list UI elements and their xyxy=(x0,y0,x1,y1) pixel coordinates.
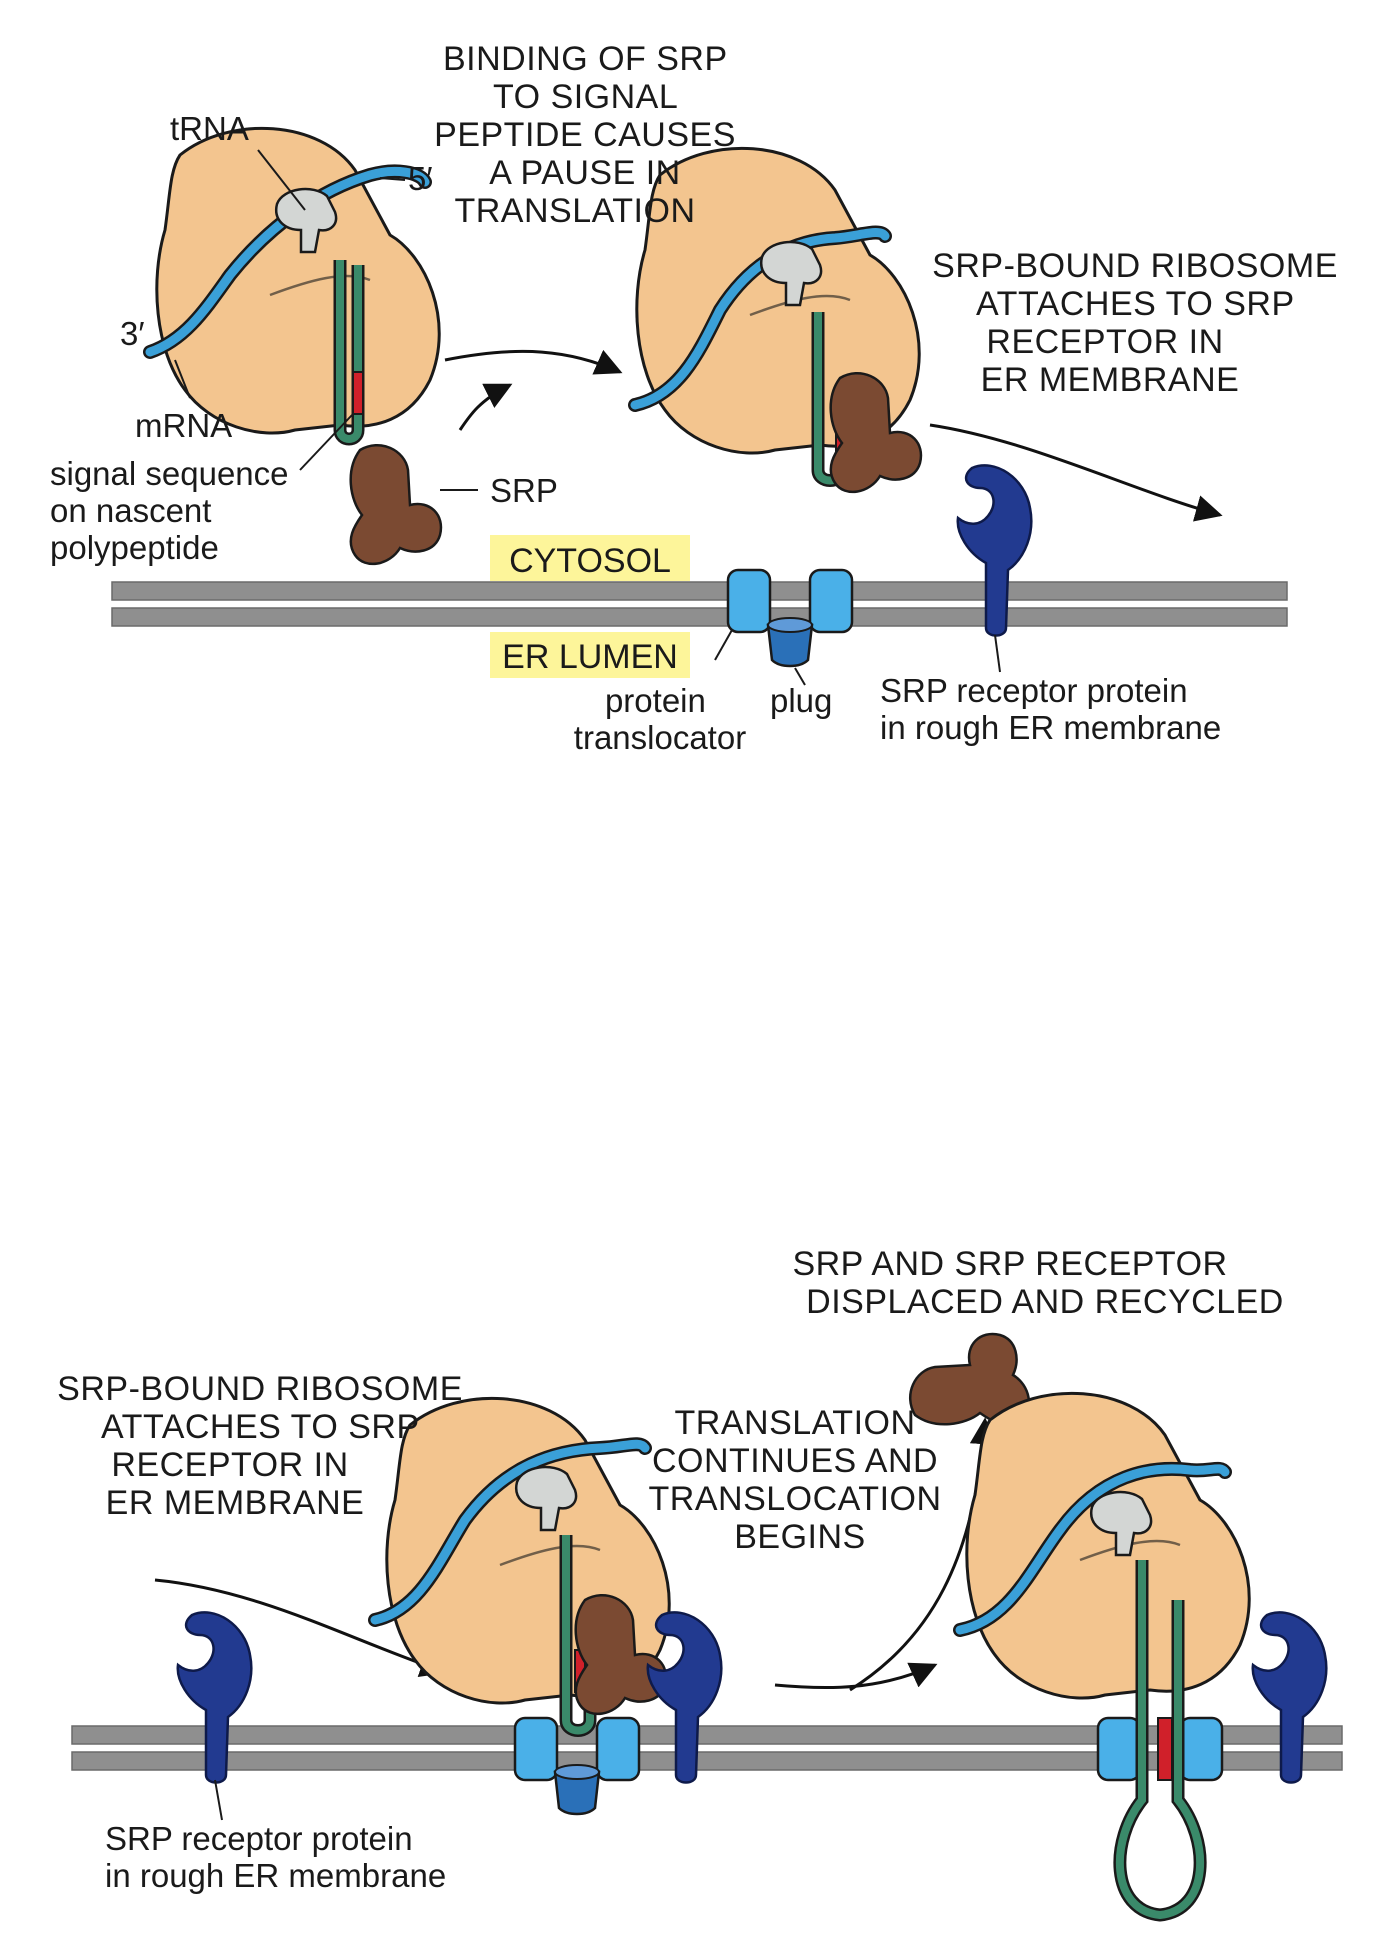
caption-binding: BINDING OF SRP TO SIGNAL PEPTIDE CAUSES … xyxy=(434,40,746,230)
label-srp: SRP xyxy=(490,472,558,509)
label-protein-translocator: protein translocator xyxy=(574,682,746,756)
signal-sequence-1 xyxy=(352,371,364,415)
label-srp-receptor-1: SRP receptor protein in rough ER membran… xyxy=(880,672,1221,746)
er-membrane-bottom xyxy=(71,1725,1343,1771)
label-srp-receptor-2: SRP receptor protein in rough ER membran… xyxy=(105,1820,446,1894)
plug-2 xyxy=(553,1764,601,1816)
label-er-lumen: ER LUMEN xyxy=(502,638,678,676)
caption-recycled: SRP AND SRP RECEPTOR DISPLACED AND RECYC… xyxy=(792,1245,1283,1321)
label-trna: tRNA xyxy=(170,110,249,147)
er-lumen-highlight xyxy=(490,632,690,678)
label-mrna: mRNA xyxy=(135,407,232,444)
ribosome-translocating xyxy=(965,1391,1251,1700)
label-five-prime: 5′ xyxy=(408,160,433,197)
caption-attaches-2: SRP-BOUND RIBOSOME ATTACHES TO SRP RECEP… xyxy=(57,1370,473,1522)
caption-translation-continues: TRANSLATION CONTINUES AND TRANSLOCATION … xyxy=(649,1404,952,1556)
arrow-srp-binding xyxy=(458,383,513,431)
plug-1 xyxy=(766,617,814,668)
arrow-to-docking xyxy=(154,1578,448,1678)
label-plug: plug xyxy=(770,682,832,719)
signal-sequence-4 xyxy=(1157,1717,1173,1781)
arrow-to-panel1b xyxy=(444,349,623,375)
arrow-translation-continues xyxy=(774,1662,938,1690)
cytosol-highlight xyxy=(490,535,690,581)
er-membrane-top xyxy=(111,581,1288,627)
srp-free xyxy=(349,443,443,566)
protein-translocator-3 xyxy=(1096,1716,1224,1782)
panel-2: SRP AND SRP RECEPTOR DISPLACED AND RECYC… xyxy=(57,1245,1343,1922)
label-cytosol: CYTOSOL xyxy=(509,542,671,580)
protein-translocator-1 xyxy=(726,568,854,634)
label-signal-sequence: signal sequence on nascent polypeptide xyxy=(50,455,298,566)
caption-attaches: SRP-BOUND RIBOSOME ATTACHES TO SRP RECEP… xyxy=(932,247,1348,399)
panel-1: BINDING OF SRP TO SIGNAL PEPTIDE CAUSES … xyxy=(50,40,1348,756)
arrow-to-receptor xyxy=(929,423,1223,522)
label-three-prime: 3′ xyxy=(120,315,145,352)
protein-translocator-2 xyxy=(513,1716,641,1782)
